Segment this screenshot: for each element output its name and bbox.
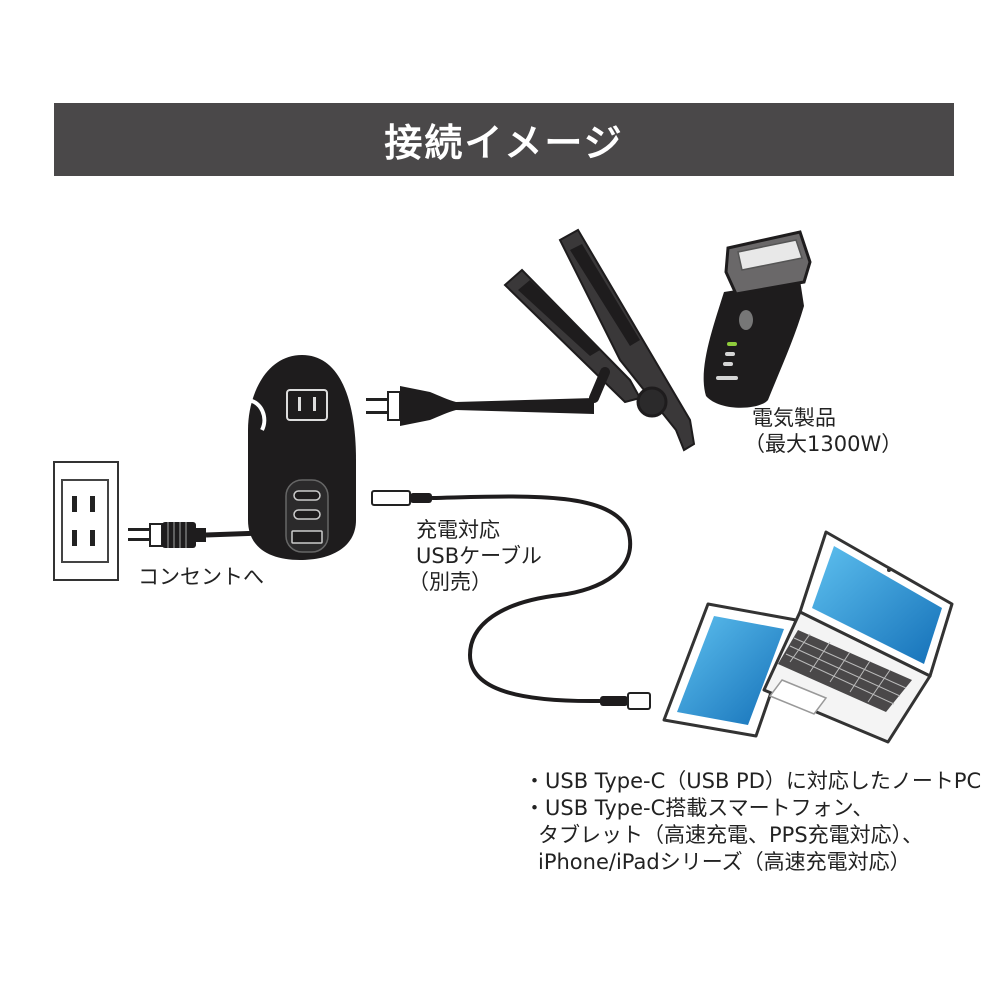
compat-item: ・USB Type-C（USB PD）に対応したノートPC <box>524 769 982 793</box>
cable-label-line3: （別売） <box>408 570 492 594</box>
usb-cable-icon <box>371 490 651 710</box>
wall-plug-icon <box>128 522 263 548</box>
compat-item: ・USB Type-C搭載スマートフォン、 <box>524 796 874 820</box>
cable-label-line1: 充電対応 <box>416 518 500 542</box>
appliance-label-line1: 電気製品 <box>752 406 836 430</box>
compat-item: タブレット（高速充電、PPS充電対応）、 <box>538 823 924 847</box>
charger-tap-icon <box>247 355 356 560</box>
appliance-label-line2: （最大1300W） <box>744 432 903 456</box>
header-banner: 接続イメージ <box>54 103 954 176</box>
page-title: 接続イメージ <box>384 121 624 165</box>
wall-outlet-icon <box>53 461 119 581</box>
compatibility-list: ・USB Type-C（USB PD）に対応したノートPC ・USB Type-… <box>524 768 981 876</box>
tablet-icon <box>662 602 798 738</box>
outlet-label: コンセントへ <box>138 565 264 589</box>
laptop-icon <box>762 530 954 744</box>
electric-shaver-icon <box>703 230 812 408</box>
hair-straightener-icon <box>503 228 696 452</box>
compat-item: iPhone/iPadシリーズ（高速充電対応） <box>538 850 911 874</box>
appliance-plug-icon <box>366 386 594 426</box>
cable-label-line2: USBケーブル <box>416 544 542 568</box>
